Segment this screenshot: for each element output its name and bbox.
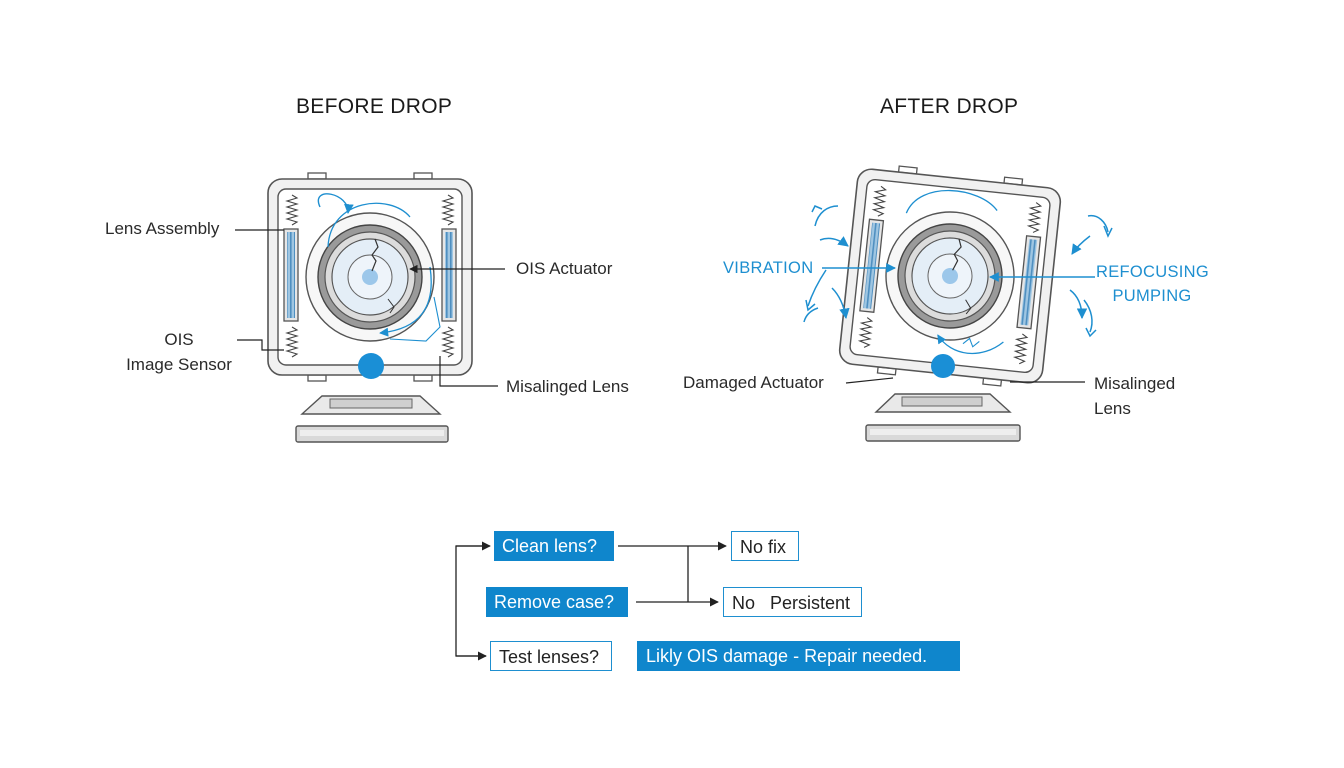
after-camera-module [836, 161, 1064, 391]
before-sensor-dot [358, 353, 384, 379]
leader-ois-image-sensor [237, 339, 284, 351]
before-stand [295, 395, 449, 443]
label-misaligned-lens-before: Misalinged Lens [506, 377, 629, 396]
leader-damaged-actuator [845, 377, 894, 384]
flow-no-persistent: No Persistent [723, 587, 862, 617]
flow-test-lenses: Test lenses? [490, 641, 612, 671]
label-ois-image-sensor: OIS Image Sensor [126, 330, 232, 374]
after-sensor-dot [931, 354, 955, 378]
leader-misaligned-lens [439, 356, 498, 387]
after-title: AFTER DROP [880, 95, 1019, 118]
label-refocusing-pumping: REFOCUSING PUMPING [1096, 263, 1210, 305]
flow-no-fix: No fix [731, 531, 799, 561]
vibration-arcs-right [1069, 214, 1113, 338]
label-damaged-actuator: Damaged Actuator [683, 373, 824, 392]
flow-remove-case: Remove case? [486, 587, 628, 617]
label-misaligned-lens-after: Misalinged Lens [1094, 374, 1176, 418]
label-ois-actuator: OIS Actuator [516, 259, 613, 278]
flow-connectors [455, 541, 727, 661]
before-camera-module [267, 172, 473, 382]
vibration-arcs-left [803, 205, 850, 323]
before-title: BEFORE DROP [296, 95, 453, 118]
flow-clean-lens: Clean lens? [494, 531, 614, 561]
flow-conclusion: Likly OIS damage - Repair needed. [637, 641, 960, 671]
after-stand [865, 393, 1021, 442]
label-vibration: VIBRATION [723, 259, 814, 277]
label-lens-assembly: Lens Assembly [105, 219, 220, 238]
